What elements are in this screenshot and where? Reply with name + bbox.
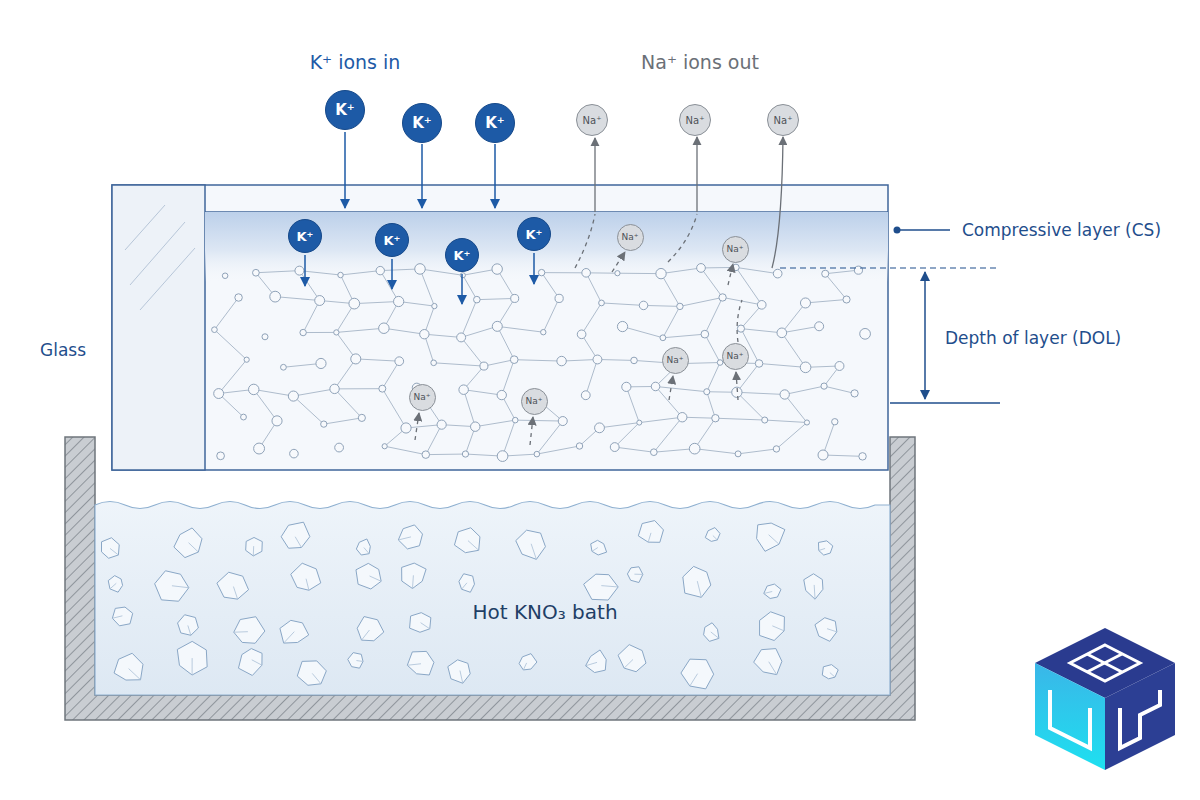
sodium-ion: Na⁺ <box>662 347 689 374</box>
part-name: Glass <box>40 340 86 360</box>
bath-region: Hot KNO₃ bath <box>460 594 630 630</box>
potassium-ion: K⁺ <box>375 223 409 257</box>
ion-symbol: Na⁺ <box>622 232 639 242</box>
potassium-ion: K⁺ <box>445 238 479 272</box>
ion-symbol: K⁺ <box>297 229 314 244</box>
ion-symbol: Na⁺ <box>686 115 705 126</box>
sodium-ion: Na⁺ <box>722 343 749 370</box>
potassium-ion: K⁺ <box>325 90 365 130</box>
sodium-ion: Na⁺ <box>767 104 799 136</box>
ion-symbol: K⁺ <box>526 227 543 242</box>
sodium-ion: Na⁺ <box>576 104 608 136</box>
ion-symbol: K⁺ <box>384 233 401 248</box>
sodium-ion: Na⁺ <box>679 104 711 136</box>
sodium-ion: Na⁺ <box>521 388 548 415</box>
flow-label: K⁺ ions in <box>310 51 401 73</box>
sodium-ion: Na⁺ <box>617 224 644 251</box>
layer-callout: Compressive layer (CS) <box>962 220 1161 240</box>
flow-label: Na⁺ ions out <box>641 51 759 73</box>
ion-symbol: Na⁺ <box>414 392 431 402</box>
ion-symbol: Na⁺ <box>727 244 744 254</box>
ion-symbol: Na⁺ <box>526 396 543 406</box>
ion-symbol: Na⁺ <box>667 355 684 365</box>
ion-symbol: K⁺ <box>485 114 505 132</box>
ion-symbol: Na⁺ <box>774 115 793 126</box>
ion-symbol: K⁺ <box>412 114 432 132</box>
bath-label: Hot KNO₃ bath <box>472 600 617 624</box>
potassium-ion: K⁺ <box>288 219 322 253</box>
ion-symbol: Na⁺ <box>583 115 602 126</box>
logo-cube <box>1035 628 1175 770</box>
ion-symbol: Na⁺ <box>727 351 744 361</box>
ion-symbol: K⁺ <box>454 248 471 263</box>
potassium-ion: K⁺ <box>402 103 442 143</box>
ion-symbol: K⁺ <box>335 101 355 119</box>
potassium-ion: K⁺ <box>517 217 551 251</box>
sodium-ion: Na⁺ <box>409 384 436 411</box>
sodium-ion: Na⁺ <box>722 236 749 263</box>
layer-callout: Depth of layer (DOL) <box>945 328 1121 348</box>
potassium-ion: K⁺ <box>475 103 515 143</box>
